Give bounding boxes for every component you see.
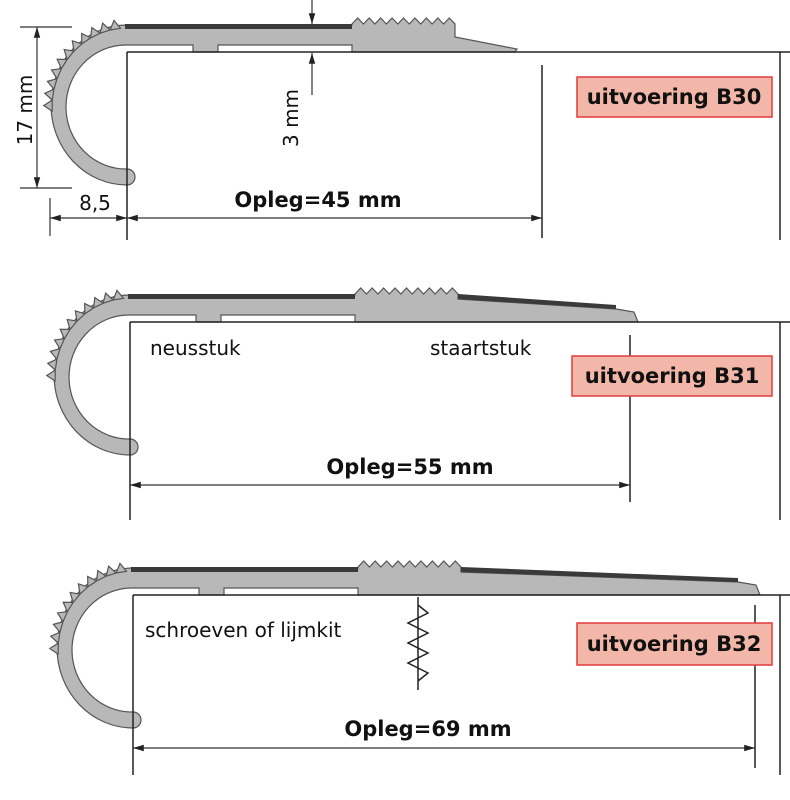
step-outline xyxy=(132,594,790,775)
section-b31: neusstuk staartstuk Opleg=55 mm uitvoeri… xyxy=(129,321,790,520)
grip-teeth xyxy=(45,289,125,383)
height-label: 17 mm xyxy=(13,75,37,146)
fixing-label: schroeven of lijmkit xyxy=(145,618,342,642)
anti-slip-insert xyxy=(131,567,358,572)
section-b30: 17 mm 8,5 Opleg=45 mm 3 mm uitvoering B3… xyxy=(13,0,790,240)
profile-body xyxy=(53,287,639,456)
badge-b32-text: uitvoering B32 xyxy=(587,632,762,656)
opleg-label: Opleg=45 mm xyxy=(234,188,401,212)
badge-b30 xyxy=(576,76,773,118)
opleg-label: Opleg=55 mm xyxy=(326,455,493,479)
profile-b31 xyxy=(45,287,639,456)
opleg-label: Opleg=69 mm xyxy=(344,717,511,741)
thickness-label: 3 mm xyxy=(279,89,303,147)
screw-icon xyxy=(406,597,430,690)
tail-insert xyxy=(461,567,738,582)
profile-b30 xyxy=(42,17,518,186)
section-b32: schroeven of lijmkit Opleg=69 mm uitvoer… xyxy=(132,594,790,775)
grip-teeth xyxy=(48,562,128,656)
staartstuk-label: staartstuk xyxy=(430,336,532,360)
badge-b32 xyxy=(576,622,773,666)
step-outline xyxy=(129,321,790,520)
step-outline xyxy=(126,51,790,240)
anti-slip-insert xyxy=(125,24,352,29)
tail-insert xyxy=(458,294,616,309)
badge-b30-text: uitvoering B30 xyxy=(587,85,762,109)
badge-b31-text: uitvoering B31 xyxy=(585,364,760,388)
extension-lines xyxy=(20,26,72,189)
neusstuk-label: neusstuk xyxy=(150,336,241,360)
anti-slip-insert xyxy=(128,294,355,299)
badge-b31 xyxy=(571,355,773,397)
nose-label: 8,5 xyxy=(79,191,111,215)
grip-teeth xyxy=(42,19,122,113)
